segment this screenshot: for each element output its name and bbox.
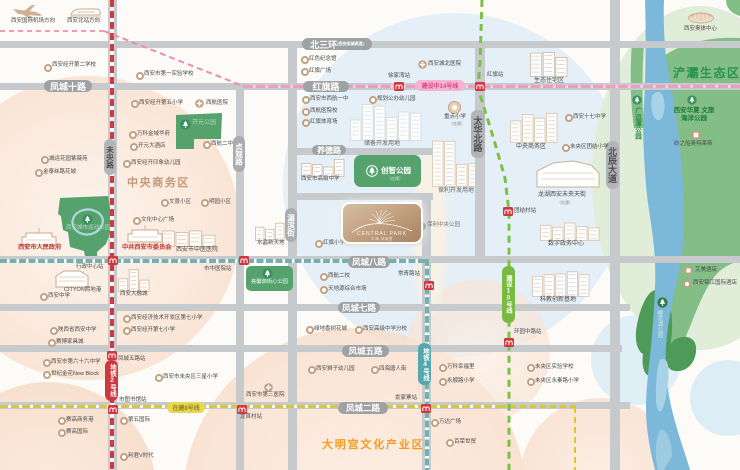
svg-text:CENTRAL PARK: CENTRAL PARK — [357, 231, 407, 237]
svg-text:中海·凤城里: 中海·凤城里 — [371, 236, 393, 241]
